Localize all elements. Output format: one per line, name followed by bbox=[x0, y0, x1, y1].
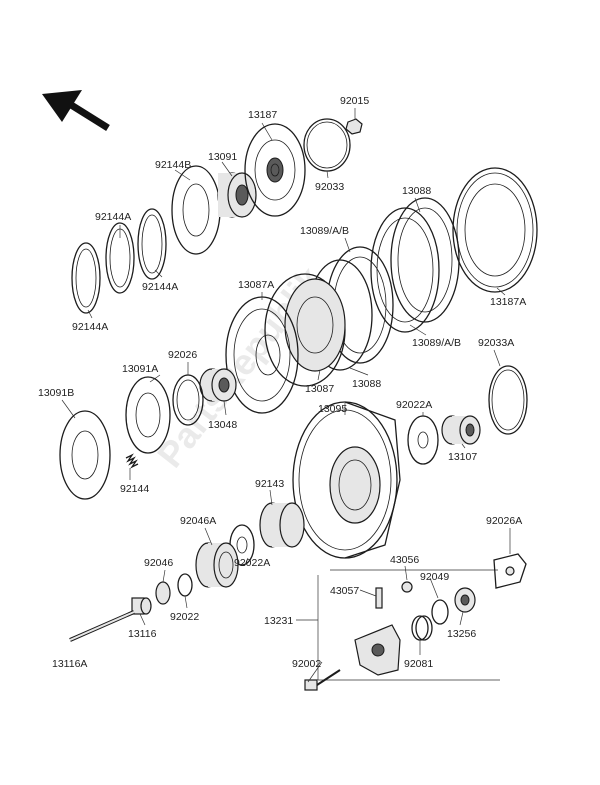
bolt-43057 bbox=[375, 587, 383, 609]
label-92046: 92046 bbox=[144, 557, 173, 569]
label-92026A: 92026A bbox=[486, 515, 522, 527]
nut-92015 bbox=[345, 118, 363, 135]
label-92144A-2: 92144A bbox=[142, 281, 178, 293]
circlip-92033 bbox=[303, 118, 351, 172]
release-lever bbox=[354, 624, 401, 676]
pushrod-13116 bbox=[131, 597, 152, 615]
collar-13107 bbox=[441, 415, 481, 445]
label-13048: 13048 bbox=[208, 419, 237, 431]
washer-92022 bbox=[177, 573, 193, 597]
circlip-92033A bbox=[488, 365, 528, 435]
label-13088-bot: 13088 bbox=[352, 378, 381, 390]
label-43056: 43056 bbox=[390, 554, 419, 566]
label-92144A-3: 92144A bbox=[72, 321, 108, 333]
label-13187: 13187 bbox=[248, 109, 277, 121]
release-group-bracket bbox=[317, 569, 500, 681]
label-92002: 92002 bbox=[292, 658, 321, 670]
spring-92144 bbox=[125, 453, 139, 469]
leader-lines bbox=[61, 108, 511, 683]
bolt-92002 bbox=[304, 669, 341, 691]
spring-92081 bbox=[411, 615, 433, 641]
label-92033A: 92033A bbox=[478, 337, 514, 349]
label-92015: 92015 bbox=[340, 95, 369, 107]
label-13089-bot: 13089/A/B bbox=[412, 337, 461, 349]
guide-13048 bbox=[199, 368, 237, 402]
label-13256: 13256 bbox=[447, 628, 476, 640]
label-92026: 92026 bbox=[168, 349, 197, 361]
label-92143: 92143 bbox=[255, 478, 284, 490]
plate-92144A-right bbox=[137, 208, 167, 280]
plate-13187 bbox=[244, 123, 306, 217]
label-92046A: 92046A bbox=[180, 515, 216, 527]
label-13088-top: 13088 bbox=[402, 185, 431, 197]
plate-92144A-small bbox=[71, 242, 101, 314]
label-13089-top: 13089/A/B bbox=[300, 225, 349, 237]
label-92022A-top: 92022A bbox=[396, 399, 432, 411]
plate-92144B bbox=[171, 165, 221, 255]
clutch-housing-13095 bbox=[292, 401, 401, 559]
part-43056 bbox=[401, 581, 413, 593]
washer-92022A-top bbox=[407, 415, 439, 465]
label-13107: 13107 bbox=[448, 451, 477, 463]
label-92144: 92144 bbox=[120, 483, 149, 495]
plate-13089-top bbox=[370, 207, 440, 333]
label-13187A: 13187A bbox=[490, 296, 526, 308]
label-13087A: 13087A bbox=[238, 279, 274, 291]
front-arrow-icon bbox=[42, 90, 110, 131]
label-92144B: 92144B bbox=[155, 159, 191, 171]
label-92049: 92049 bbox=[420, 571, 449, 583]
needle-bearing-92046A bbox=[195, 542, 239, 588]
label-43057: 43057 bbox=[330, 585, 359, 597]
damper-13091A bbox=[125, 376, 171, 454]
label-13087: 13087 bbox=[305, 383, 334, 395]
label-13091B: 13091B bbox=[38, 387, 74, 399]
plate-13091B bbox=[59, 410, 111, 500]
label-13231: 13231 bbox=[264, 615, 293, 627]
pushrod-13116A bbox=[69, 610, 135, 642]
clutch-hub-13087 bbox=[264, 273, 346, 387]
label-13116: 13116 bbox=[128, 628, 157, 640]
label-92033: 92033 bbox=[315, 181, 344, 193]
label-13091A: 13091A bbox=[122, 363, 158, 375]
bearing-13091 bbox=[217, 172, 257, 218]
bearing-92046 bbox=[155, 581, 171, 605]
plate-13088-top bbox=[390, 197, 460, 323]
label-13091: 13091 bbox=[208, 151, 237, 163]
bearing-13256 bbox=[454, 587, 476, 613]
label-92022: 92022 bbox=[170, 611, 199, 623]
label-92144A-1: 92144A bbox=[95, 211, 131, 223]
plate-13187A bbox=[452, 167, 538, 293]
label-92022A-bot: 92022A bbox=[234, 557, 270, 569]
label-13095: 13095 bbox=[318, 403, 347, 415]
collar-92143 bbox=[259, 502, 305, 548]
seal-92049 bbox=[431, 599, 449, 625]
label-92081: 92081 bbox=[404, 658, 433, 670]
cover-92026A bbox=[493, 553, 527, 589]
label-13116A: 13116A bbox=[52, 658, 87, 670]
